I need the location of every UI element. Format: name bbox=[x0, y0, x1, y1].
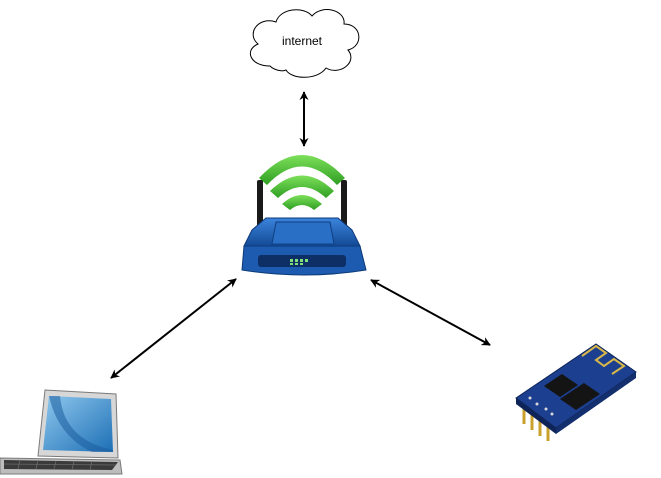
cloud-icon bbox=[249, 9, 360, 78]
connections bbox=[110, 91, 491, 379]
connection-router-laptop bbox=[110, 278, 237, 379]
internet-cloud: internet bbox=[249, 9, 360, 78]
wifi-signal-icon bbox=[259, 155, 345, 210]
wifi-router-icon bbox=[241, 155, 367, 276]
laptop-icon bbox=[0, 389, 123, 475]
connection-router-module bbox=[370, 279, 491, 346]
esp8266-wifi-module-icon bbox=[515, 343, 637, 441]
cloud-label: internet bbox=[282, 34, 323, 48]
